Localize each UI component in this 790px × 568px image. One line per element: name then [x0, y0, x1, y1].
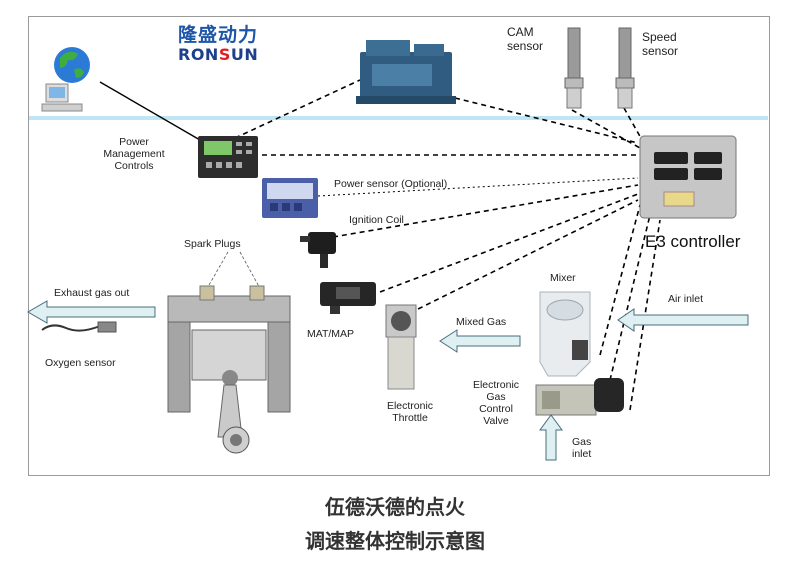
air-inlet-arrow	[617, 308, 749, 332]
oxygen-sensor-image	[41, 321, 117, 333]
diagram-caption: 伍德沃德的点火 调速整体控制示意图	[0, 490, 790, 558]
e3-controller-label: E3 controller	[645, 232, 741, 251]
mat-map-label: MAT/MAP	[307, 328, 355, 340]
computer-globe-icon	[41, 47, 90, 112]
mixer-image	[539, 291, 591, 377]
mixed-gas-arrow	[439, 329, 521, 353]
computer-link-line	[99, 81, 201, 141]
logo-brand-text: RONSUN	[178, 45, 259, 64]
throttle-e3-line	[409, 199, 639, 314]
spark-plugs-label: Spark Plugs	[184, 238, 241, 250]
flow-arrows	[27, 300, 749, 461]
speed-sensor-image	[615, 27, 635, 109]
connection-lines	[99, 79, 661, 411]
gas-control-valve-image	[535, 378, 624, 416]
power-management-controller-image	[198, 136, 258, 178]
horizon-band	[29, 116, 768, 120]
ignition-e3-line	[332, 184, 639, 238]
caption-line-2: 调速整体控制示意图	[305, 529, 485, 553]
generator-set-image	[356, 40, 456, 104]
valve-e3-line	[599, 204, 641, 356]
ronsun-logo: 隆盛动力 RONSUN	[178, 20, 288, 64]
exhaust-arrow	[27, 300, 156, 324]
genset-e3-line	[454, 97, 639, 144]
e3-controller-image	[639, 135, 737, 219]
mixer-label: Mixer	[550, 272, 576, 284]
engine-cutaway-image	[167, 285, 291, 454]
oxygen-sensor-label: Oxygen sensor	[45, 357, 116, 369]
ignition-coil-image	[300, 232, 336, 268]
powersensor-e3-line	[317, 177, 639, 197]
mixed-gas-label: Mixed Gas	[456, 316, 507, 328]
speed-e3-line	[623, 107, 643, 141]
exhaust-gas-out-label: Exhaust gas out	[54, 287, 130, 299]
pm-genset-line	[234, 79, 361, 139]
logo-chinese-text: 隆盛动力	[178, 24, 259, 46]
air-inlet-label: Air inlet	[668, 293, 704, 305]
cam-e3-line	[571, 109, 641, 149]
cam-sensor-image	[564, 27, 584, 109]
power-sensor-label: Power sensor (Optional)	[334, 178, 448, 190]
sparkplug-pointers	[204, 251, 263, 293]
mixer-e3-line	[609, 214, 651, 381]
electronic-throttle-image	[385, 304, 417, 390]
matmap-e3-line	[379, 193, 639, 293]
mat-map-sensor-image	[320, 282, 376, 314]
gas-inlet-arrow	[539, 414, 563, 461]
power-sensor-image	[262, 178, 318, 218]
ignition-coil-label: Ignition Coil	[349, 214, 404, 226]
caption-line-1: 伍德沃德的点火	[325, 495, 465, 519]
